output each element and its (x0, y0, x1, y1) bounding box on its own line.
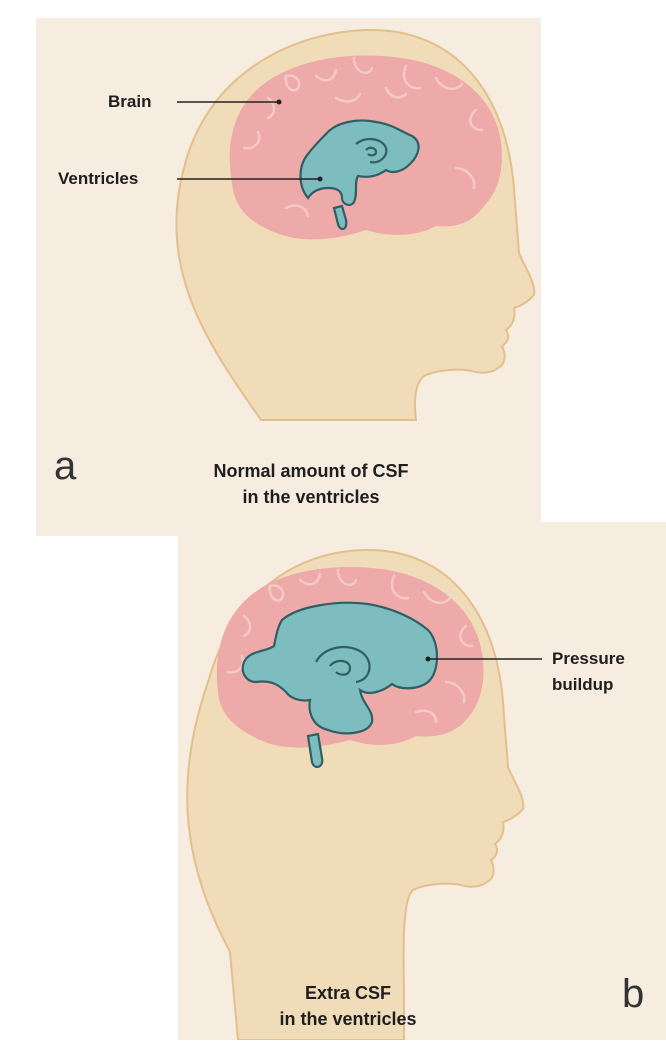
pressure-leader-dot (426, 657, 431, 662)
panel-letter-b: b (622, 972, 644, 1017)
ventricles-leader-dot (318, 177, 323, 182)
caption-extra-line2: in the ventricles (238, 1006, 458, 1032)
caption-normal-line1: Normal amount of CSF (186, 458, 436, 484)
label-pressure-line2: buildup (552, 672, 625, 698)
label-pressure-line1: Pressure (552, 646, 625, 672)
panel-letter-a: a (54, 444, 76, 489)
head-illustration-extra (178, 522, 666, 1040)
label-ventricles: Ventricles (58, 169, 138, 189)
caption-normal: Normal amount of CSF in the ventricles (186, 458, 436, 510)
caption-extra-line1: Extra CSF (238, 980, 458, 1006)
label-brain: Brain (108, 92, 151, 112)
caption-extra: Extra CSF in the ventricles (238, 980, 458, 1032)
brain-leader-dot (277, 100, 282, 105)
caption-normal-line2: in the ventricles (186, 484, 436, 510)
panel-b-extra: Pressure buildup Extra CSF in the ventri… (178, 522, 666, 1040)
label-pressure-buildup: Pressure buildup (552, 646, 625, 698)
panel-a-normal: Brain Ventricles a Normal amount of CSF … (36, 18, 541, 536)
